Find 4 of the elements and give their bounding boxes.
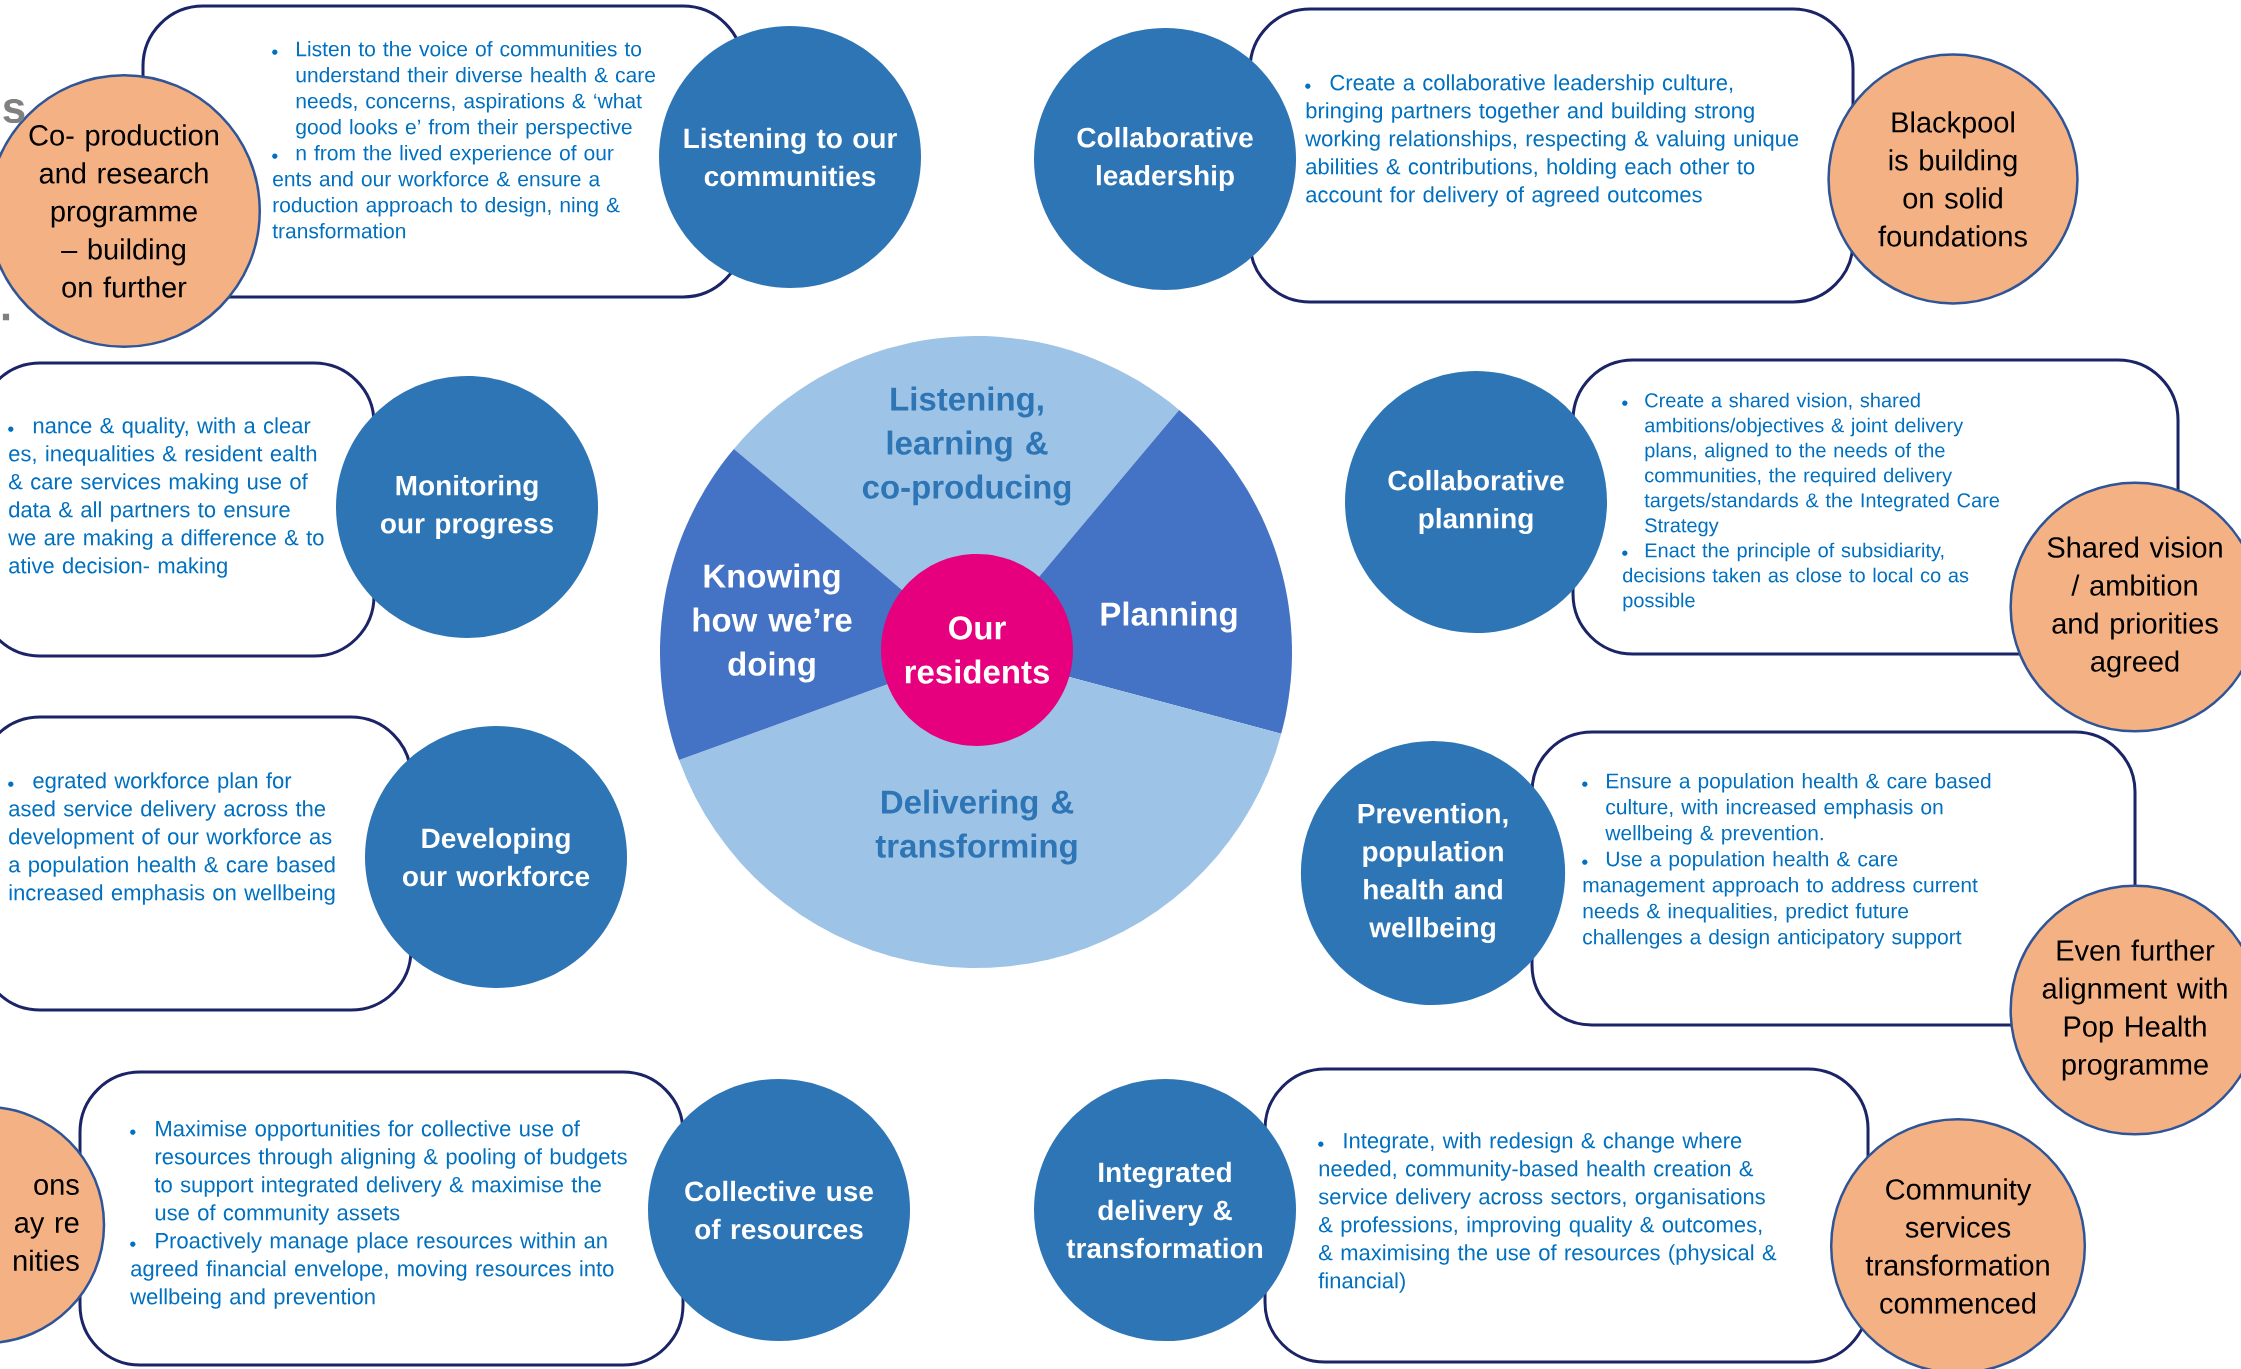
letter-fragment: s [3,98,25,124]
bullet-card: nance & quality, with a clear es, inequalities & resident ealth & care services making use of data & all partners to ensure we are making a difference & to ative decision- making [0,361,376,658]
bullet-card: Maximise opportunities for collective use of resources through aligning & pooling of budgets to support integrated delivery & maximise the use of community assets Proactively manage place resources within an agreed financial envelope, moving resources into wellbeing and prevention [78,1070,685,1367]
letter-fragment: . [2,313,10,321]
